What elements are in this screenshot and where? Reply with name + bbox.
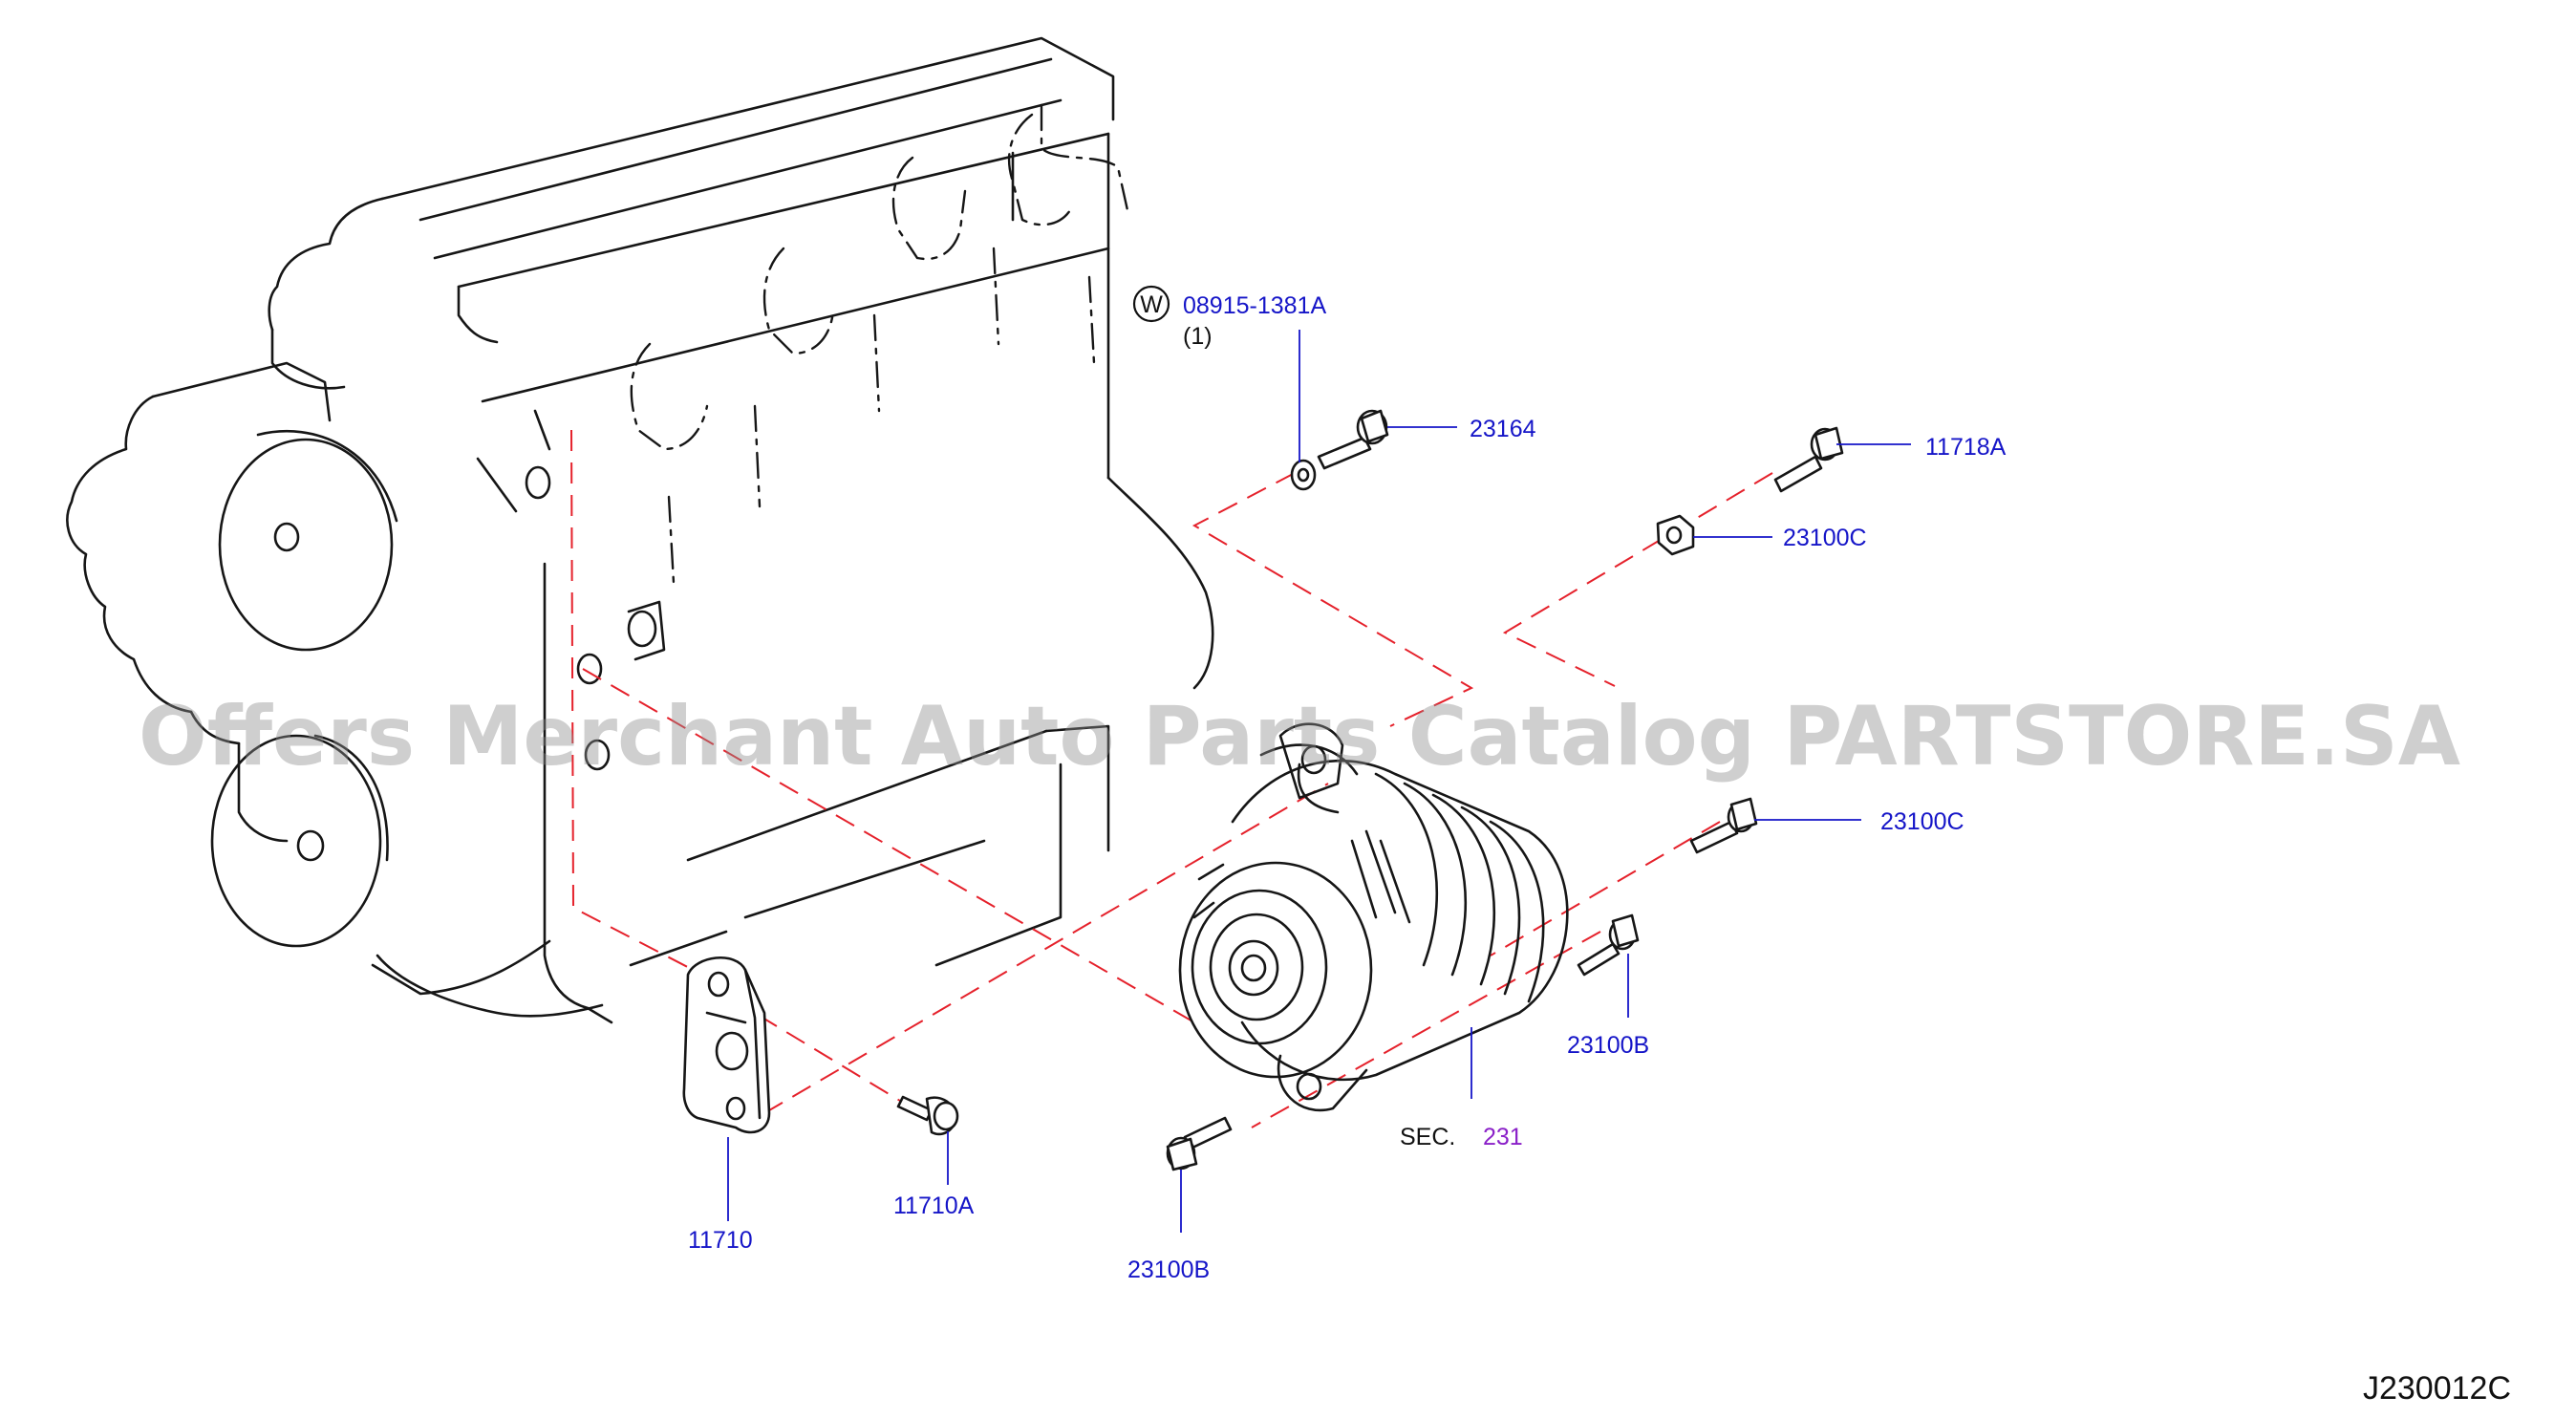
part-label-23100b-right[interactable]: 23100B [1567,1032,1649,1059]
washer-08915-1381a[interactable] [1290,459,1317,491]
part-label-11710a[interactable]: 11710A [893,1192,975,1219]
part-label-11718a[interactable]: 11718A [1925,434,2007,461]
bolt-23100c[interactable] [1689,797,1758,854]
alternator[interactable] [1178,722,1569,1112]
bolt-23100b-bottom[interactable] [1166,1116,1233,1171]
bolt-11718a[interactable] [1773,426,1844,493]
part-label-23100c-nut[interactable]: 23100C [1783,525,1867,551]
bolt-23100b-right[interactable] [1577,913,1640,977]
watermark: Offers Merchant Auto Parts Catalog PARTS… [139,689,2460,784]
leader-lines [727,330,1911,1233]
washer-quantity: (1) [1183,323,1213,350]
diagram-code: J230012C [2363,1370,2511,1407]
part-label-23100b-bottom[interactable]: 23100B [1127,1257,1210,1283]
washer-symbol-letter: W [1140,291,1163,318]
washer-symbol-circle [1132,285,1170,323]
part-label-08915-1381a[interactable]: 08915-1381A [1183,292,1326,319]
part-label-11710[interactable]: 11710 [688,1227,753,1254]
bolt-23164[interactable] [1317,409,1389,470]
nut-23100c[interactable] [1656,514,1695,556]
bolt-11710a[interactable] [896,1095,959,1136]
section-prefix: SEC. [1400,1124,1455,1150]
engine-block-outline [66,36,1214,1024]
part-label-23164[interactable]: 23164 [1470,416,1536,442]
engine-hidden-lines [630,103,1129,585]
section-link-231[interactable]: 231 [1483,1124,1523,1150]
adjusting-bracket[interactable] [682,956,771,1134]
part-label-23100c-bolt[interactable]: 23100C [1880,808,1964,835]
